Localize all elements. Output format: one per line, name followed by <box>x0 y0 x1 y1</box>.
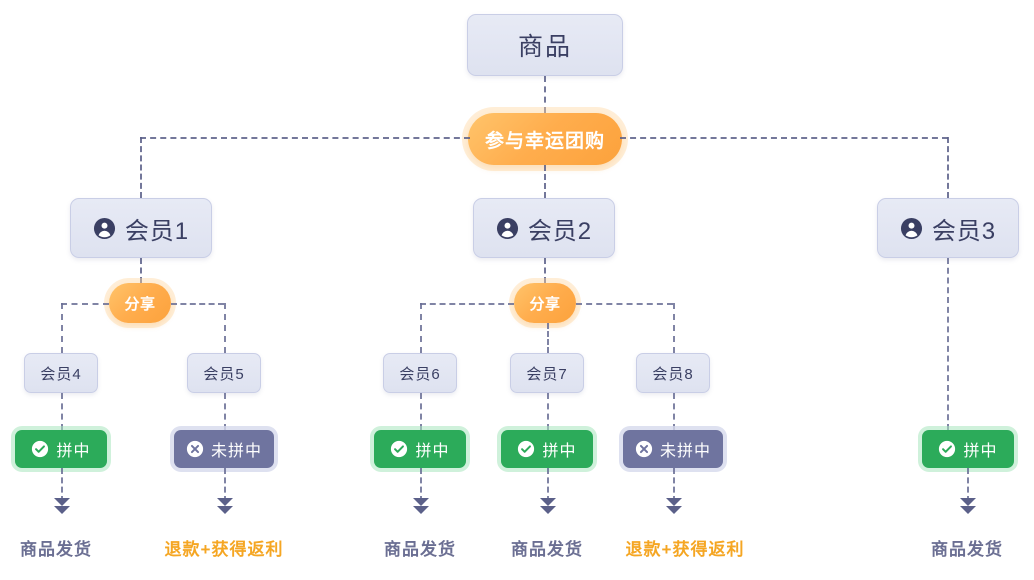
connector-share1-to-m4 <box>61 303 63 353</box>
submember-node-m8-label: 会员8 <box>652 365 694 383</box>
connector-m3-to-outcome <box>967 468 969 502</box>
arrow-head-m8 <box>666 498 682 518</box>
connector-share1-bus-left <box>61 303 109 305</box>
submember-node-m4[interactable]: 会员4 <box>24 353 98 393</box>
connector-m7-to-status <box>547 393 549 430</box>
connector-share2-bus-left <box>420 303 514 305</box>
member-node-m1-label: 会员1 <box>124 217 190 245</box>
connector-m5-to-outcome <box>224 468 226 502</box>
outcome-label-m4: 商品发货 <box>20 540 92 559</box>
submember-node-m4-label: 会员4 <box>40 365 82 383</box>
arrow-head-m3 <box>960 498 976 518</box>
status-badge-m8-label: 未拼中 <box>659 443 711 460</box>
product-node[interactable]: 商品 <box>467 14 623 76</box>
submember-node-m5-label: 会员5 <box>203 365 245 383</box>
connector-m6-to-outcome <box>420 468 422 502</box>
outcome-label-m8: 退款+获得返利 <box>625 540 745 559</box>
submember-node-m7-label: 会员7 <box>526 365 568 383</box>
status-badge-m3: 拼中 <box>922 430 1014 468</box>
arrow-head-m5 <box>217 498 233 518</box>
connector-product-to-action <box>544 76 546 113</box>
person-icon <box>900 217 922 239</box>
connector-share2-to-m7 <box>547 323 549 353</box>
status-badge-m4-label: 拼中 <box>56 443 91 460</box>
join-lucky-group-buy-pill[interactable]: 参与幸运团购 <box>468 113 622 165</box>
check-circle-icon <box>939 440 956 458</box>
connector-share2-to-m8 <box>673 303 675 353</box>
status-badge-m5: 未拼中 <box>174 430 274 468</box>
arrow-head-m7 <box>540 498 556 518</box>
connector-share1-bus-right <box>171 303 224 305</box>
connector-member1-to-share <box>140 258 142 283</box>
status-badge-m5-label: 未拼中 <box>210 443 262 460</box>
submember-node-m6-label: 会员6 <box>399 365 441 383</box>
connector-m8-to-status <box>673 393 675 430</box>
member-node-m3[interactable]: 会员3 <box>877 198 1019 258</box>
status-badge-m3-label: 拼中 <box>963 443 998 460</box>
submember-node-m6[interactable]: 会员6 <box>383 353 457 393</box>
arrow-head-m4 <box>54 498 70 518</box>
check-circle-icon <box>32 440 49 458</box>
status-badge-m6-label: 拼中 <box>415 443 450 460</box>
person-icon <box>496 217 518 239</box>
connector-bus-left <box>140 137 470 139</box>
connector-m7-to-outcome <box>547 468 549 502</box>
outcome-label-m5: 退款+获得返利 <box>164 540 284 559</box>
connector-member2-to-share <box>544 258 546 283</box>
submember-node-m5[interactable]: 会员5 <box>187 353 261 393</box>
connector-m6-to-status <box>420 393 422 430</box>
connector-m4-to-status <box>61 393 63 430</box>
connector-bus-to-member1 <box>140 137 142 198</box>
arrow-head-m6 <box>413 498 429 518</box>
outcome-label-m6: 商品发货 <box>384 540 456 559</box>
connector-member3-to-status <box>947 258 949 430</box>
status-badge-m4: 拼中 <box>15 430 107 468</box>
outcome-label-m7: 商品发货 <box>511 540 583 559</box>
connector-share2-bus-right <box>576 303 673 305</box>
connector-action-to-member2 <box>544 165 546 198</box>
connector-m4-to-outcome <box>61 468 63 502</box>
member-node-m1[interactable]: 会员1 <box>70 198 212 258</box>
submember-node-m8[interactable]: 会员8 <box>636 353 710 393</box>
join-lucky-group-buy-label: 参与幸运团购 <box>484 130 605 152</box>
close-circle-icon <box>635 440 653 458</box>
share-pill-m1[interactable]: 分享 <box>109 283 171 323</box>
check-circle-icon <box>518 440 535 458</box>
submember-node-m7[interactable]: 会员7 <box>510 353 584 393</box>
status-badge-m7-label: 拼中 <box>542 443 577 460</box>
product-node-label: 商品 <box>517 33 572 61</box>
check-circle-icon <box>391 440 408 458</box>
share-pill-m2-label: 分享 <box>529 295 561 313</box>
connector-share2-to-m6 <box>420 303 422 353</box>
member-node-m3-label: 会员3 <box>931 217 997 245</box>
connector-m5-to-status <box>224 393 226 430</box>
status-badge-m8: 未拼中 <box>623 430 723 468</box>
connector-bus-to-member3 <box>947 137 949 198</box>
connector-share1-to-m5 <box>224 303 226 353</box>
member-node-m2-label: 会员2 <box>527 217 593 245</box>
connector-m8-to-outcome <box>673 468 675 502</box>
share-pill-m1-label: 分享 <box>124 295 156 313</box>
status-badge-m7: 拼中 <box>501 430 593 468</box>
person-icon <box>93 217 115 239</box>
outcome-label-m3: 商品发货 <box>931 540 1003 559</box>
close-circle-icon <box>186 440 204 458</box>
connector-bus-right <box>620 137 948 139</box>
status-badge-m6: 拼中 <box>374 430 466 468</box>
member-node-m2[interactable]: 会员2 <box>473 198 615 258</box>
share-pill-m2[interactable]: 分享 <box>514 283 576 323</box>
